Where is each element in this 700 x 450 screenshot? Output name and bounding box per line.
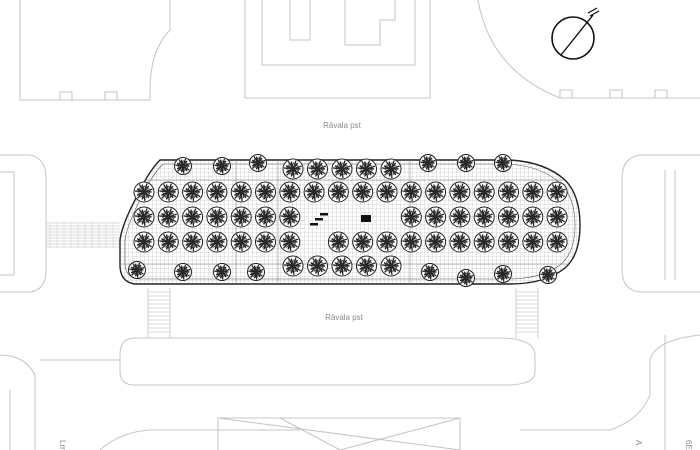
tree-icon (473, 206, 495, 228)
tree-icon (546, 181, 568, 203)
tree-icon (425, 206, 447, 228)
tree-icon (425, 231, 447, 253)
compass-north-icon (551, 7, 600, 60)
tree-icon (457, 269, 475, 287)
tree-icon (255, 181, 276, 203)
tree-icon (400, 181, 422, 203)
tree-icon (498, 181, 519, 203)
tree-icon (327, 181, 349, 203)
tree-icon (255, 231, 276, 253)
tree-icon (352, 231, 374, 253)
tree-icon (498, 231, 519, 253)
tree-icon (182, 181, 204, 203)
tree-icon (174, 263, 192, 281)
tree-icon (473, 231, 495, 253)
tree-icon (279, 181, 301, 203)
tree-icon (331, 255, 353, 277)
street-label-left-edge: Lrn (58, 440, 67, 450)
tree-icon (247, 263, 265, 281)
tree-icon (522, 206, 544, 228)
tree-icon (174, 157, 192, 175)
tree-icon (376, 181, 398, 203)
tree-icon (352, 181, 374, 203)
tree-icon (157, 231, 179, 253)
tree-icon (182, 231, 204, 253)
tree-icon (449, 206, 471, 228)
tree-icon (303, 181, 325, 203)
tree-icon (279, 206, 301, 228)
tree-icon (206, 181, 228, 203)
crosswalks (46, 222, 539, 338)
tree-icon (327, 231, 349, 253)
tree-icon (494, 154, 512, 172)
tree-icon (255, 206, 276, 228)
tree-icon (356, 158, 377, 180)
street-label-bottom: Rävala pst (325, 313, 364, 322)
tree-icon (331, 158, 353, 180)
tree-icon (157, 181, 179, 203)
tree-icon (307, 158, 328, 180)
tree-icon (400, 231, 422, 253)
crosswalk-bottom-left (147, 288, 171, 338)
tree-icon (457, 154, 475, 172)
tree-icon (498, 206, 519, 228)
tree-icon (546, 231, 568, 253)
tree-icon (206, 231, 228, 253)
tree-icon (128, 261, 146, 279)
tree-icon (419, 154, 437, 172)
plaza-steps (310, 213, 328, 226)
tree-icon (380, 158, 402, 180)
tree-icon (494, 265, 512, 283)
tree-icon (425, 181, 447, 203)
trees (128, 154, 568, 287)
tree-icon (133, 206, 155, 228)
tree-icon (539, 266, 557, 284)
tree-icon (449, 231, 471, 253)
tree-icon (230, 206, 252, 228)
crosswalk-bottom-right (515, 288, 539, 338)
tree-icon (249, 154, 267, 172)
tree-icon (182, 206, 204, 228)
tree-icon (230, 231, 252, 253)
street-label-right-edge-1: A (634, 440, 643, 446)
tree-icon (213, 157, 231, 175)
tree-icon (421, 263, 439, 281)
tree-icon (282, 158, 304, 180)
tree-icon (279, 231, 301, 253)
street-label-top: Rävala pst (323, 121, 362, 130)
street-label-right-edge-2: 6E (684, 440, 693, 450)
crosswalk-left (46, 222, 120, 248)
tree-icon (546, 206, 568, 228)
tree-icon (206, 206, 228, 228)
tree-icon (307, 255, 328, 277)
tree-icon (282, 255, 304, 277)
tree-icon (380, 255, 402, 277)
tree-icon (133, 231, 155, 253)
tree-icon (400, 206, 422, 228)
tree-icon (157, 206, 179, 228)
tree-icon (449, 181, 471, 203)
tree-icon (522, 181, 544, 203)
tree-icon (473, 181, 495, 203)
tree-icon (133, 181, 155, 203)
tree-icon (522, 231, 544, 253)
plaza-fountain (361, 215, 371, 222)
tree-icon (356, 255, 377, 277)
tree-icon (376, 231, 398, 253)
tree-icon (230, 181, 252, 203)
tree-icon (213, 263, 231, 281)
